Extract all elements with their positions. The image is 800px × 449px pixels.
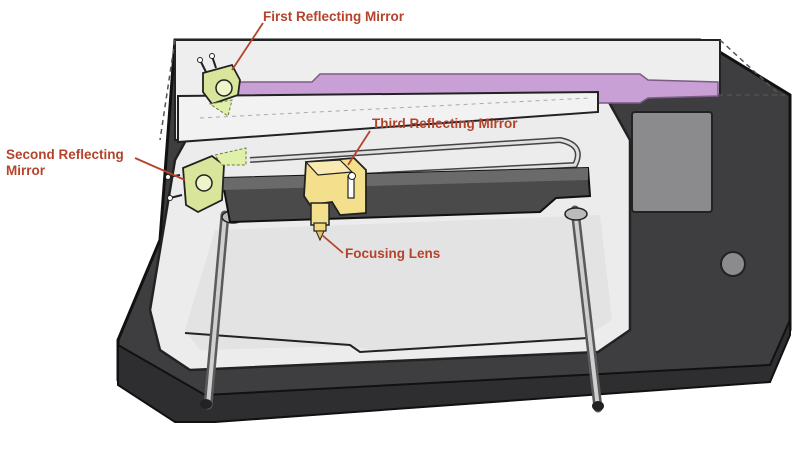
leader-focus — [321, 234, 344, 254]
label-first-reflecting-mirror: First Reflecting Mirror — [263, 9, 405, 24]
label-third-reflecting-mirror: Third Reflecting Mirror — [372, 116, 518, 131]
control-screen — [631, 111, 713, 213]
power-button — [720, 251, 746, 277]
leader-first — [231, 22, 264, 71]
leader-third — [347, 130, 371, 166]
leader-second — [134, 157, 186, 181]
lid-front-ledge — [177, 90, 599, 144]
label-focusing-lens: Focusing Lens — [345, 246, 441, 261]
focusing-lens-tube — [310, 202, 330, 226]
first-mirror-mount — [197, 53, 241, 117]
second-mirror-mount — [165, 147, 247, 214]
label-second-reflecting-mirror: Second Reflecting Mirror — [6, 147, 124, 179]
laser-head — [303, 157, 367, 242]
label-second-line2: Mirror — [6, 163, 46, 178]
label-second-line1: Second Reflecting — [6, 147, 124, 162]
cabinet-front — [117, 319, 791, 423]
